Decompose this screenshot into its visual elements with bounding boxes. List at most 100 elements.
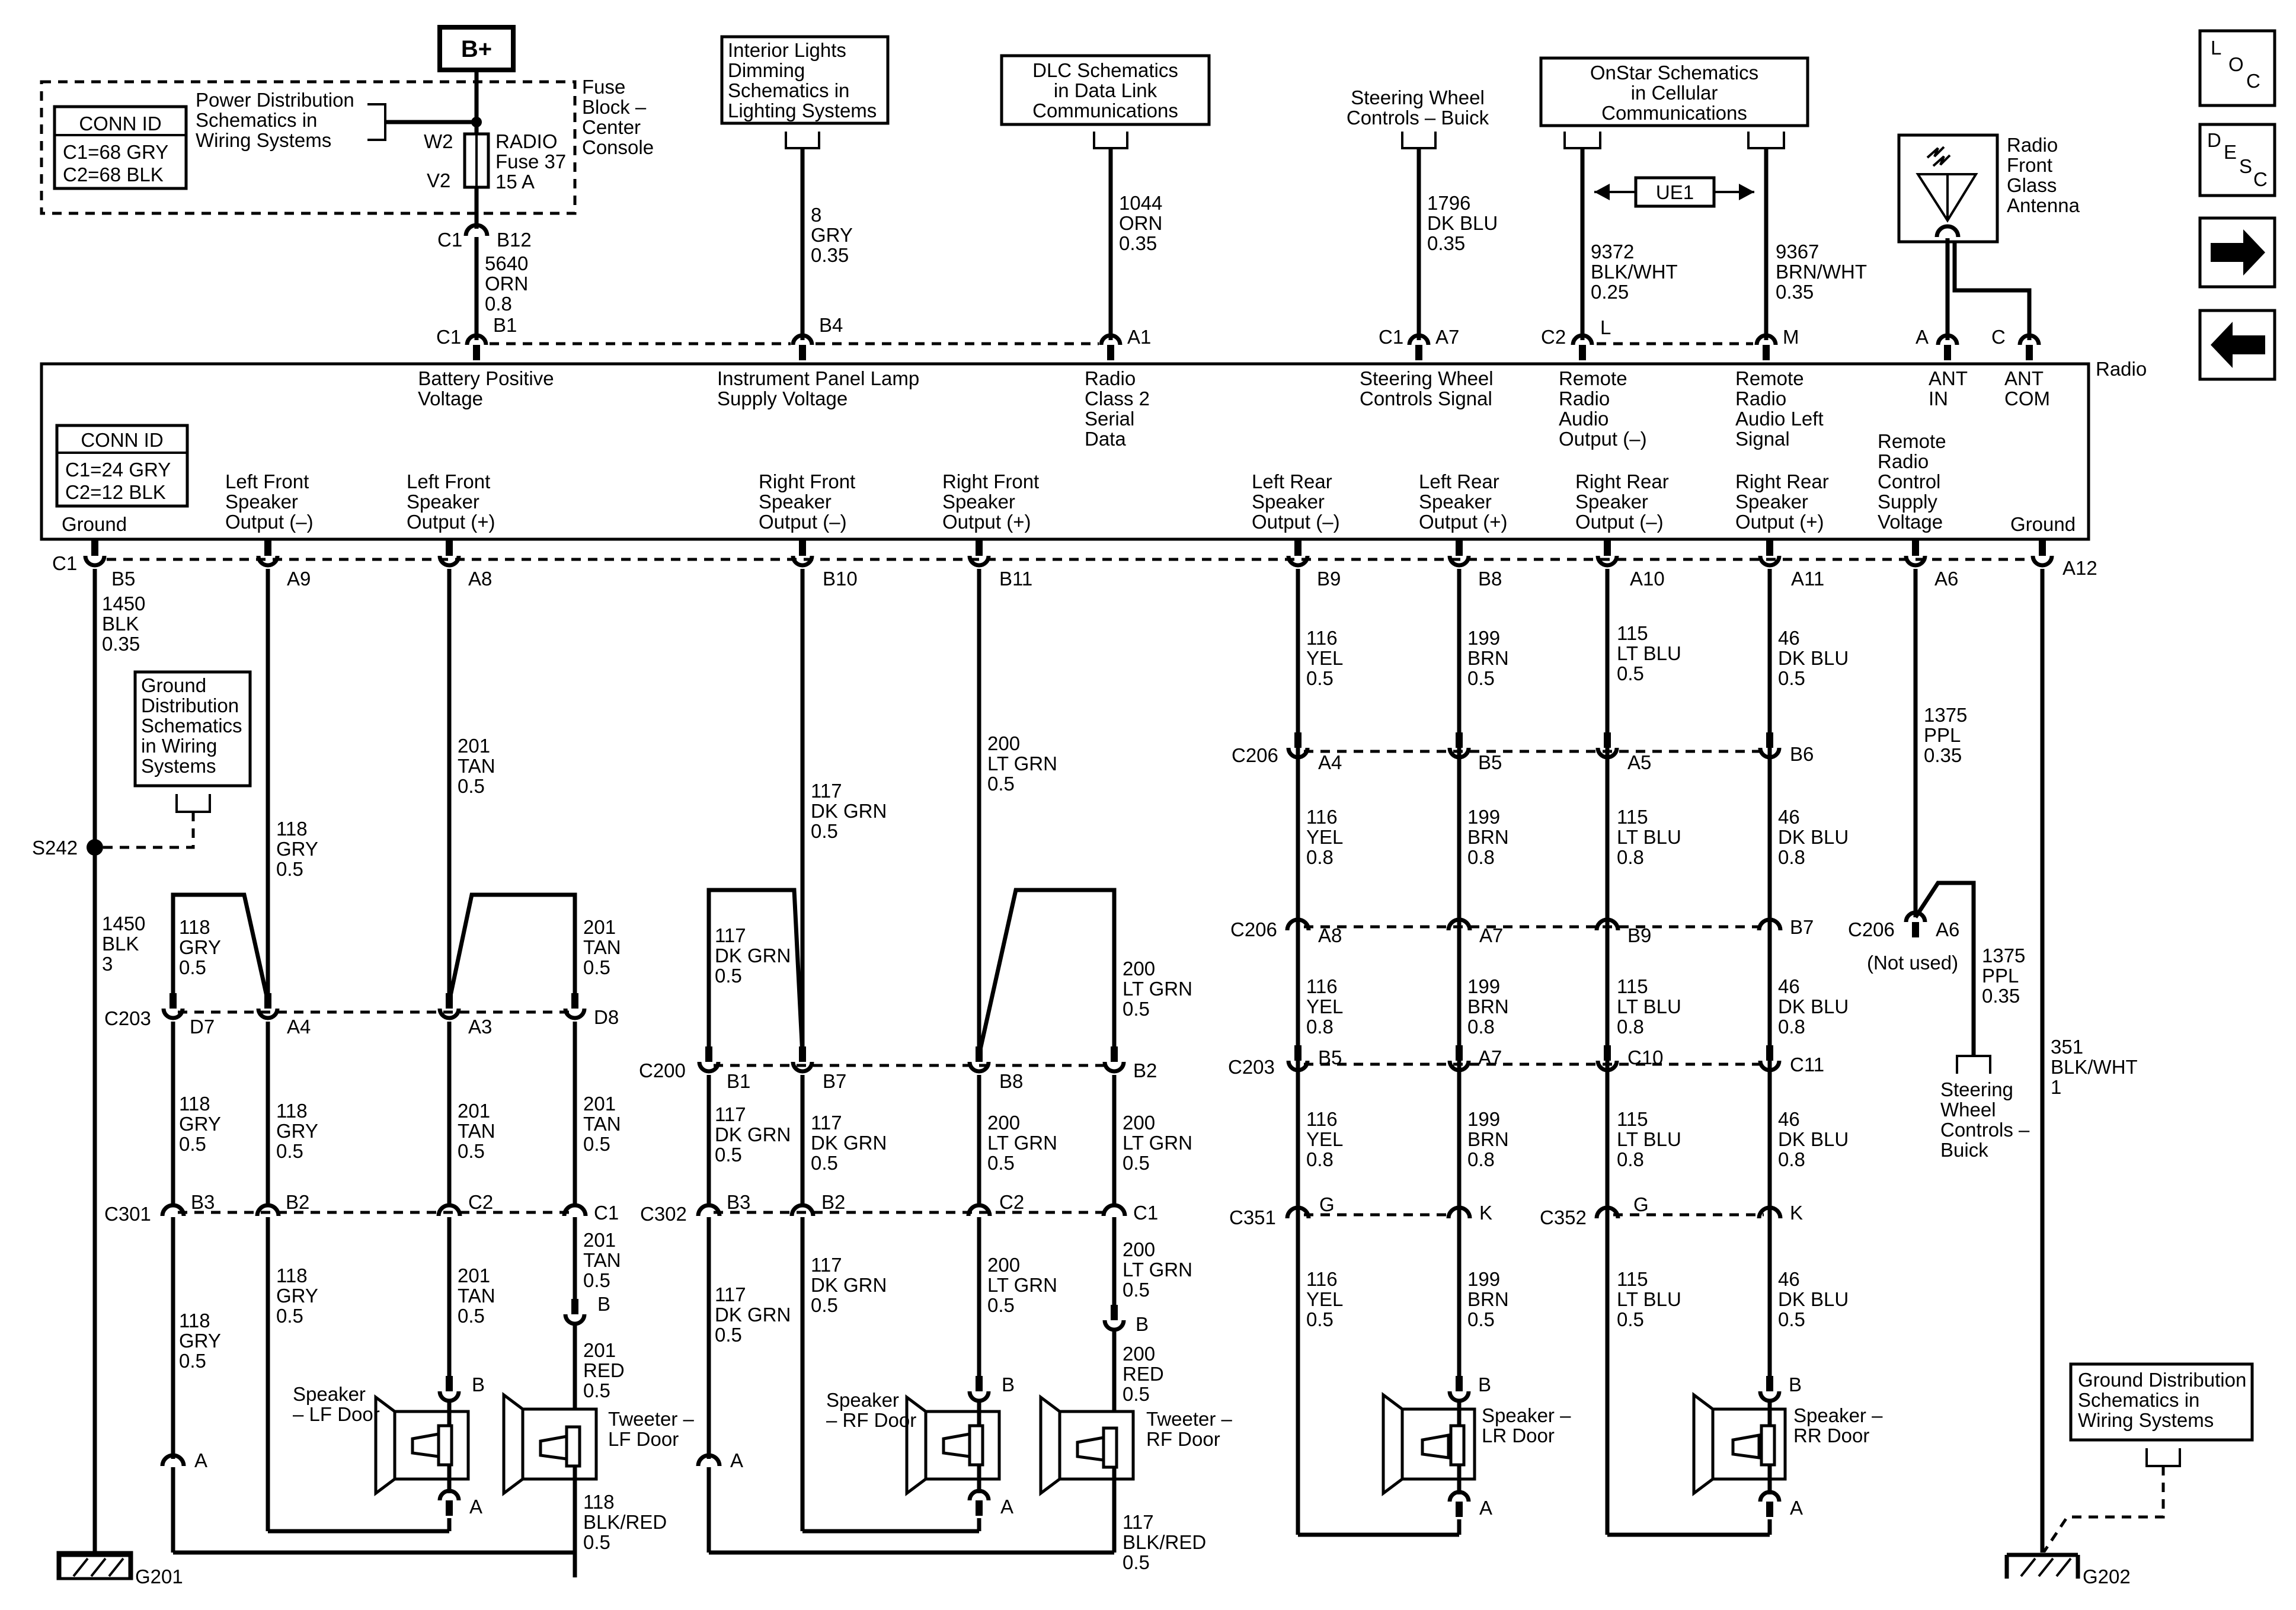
svg-text:YEL: YEL	[1306, 826, 1343, 848]
speaker-rf-door: B A Speaker – RF Door	[826, 1374, 1015, 1531]
svg-text:C1: C1	[1133, 1202, 1158, 1224]
svg-text:Left Rear: Left Rear	[1419, 470, 1499, 492]
svg-text:115: 115	[1617, 975, 1648, 997]
svg-text:0.5: 0.5	[1778, 667, 1805, 689]
svg-text:Ground: Ground	[141, 674, 206, 696]
svg-text:BLK/RED: BLK/RED	[1123, 1531, 1206, 1553]
svg-text:C2: C2	[999, 1191, 1024, 1213]
svg-text:DK BLU: DK BLU	[1778, 826, 1849, 848]
svg-text:A4: A4	[1318, 751, 1342, 773]
svg-text:9372: 9372	[1591, 241, 1634, 263]
svg-text:A11: A11	[1791, 568, 1824, 590]
svg-text:Output (–): Output (–)	[1575, 511, 1664, 533]
svg-text:0.8: 0.8	[1778, 1148, 1805, 1170]
svg-text:(Not used): (Not used)	[1867, 952, 1958, 974]
svg-text:0.8: 0.8	[1617, 846, 1644, 868]
svg-text:A4: A4	[287, 1016, 311, 1038]
svg-text:1450: 1450	[102, 913, 145, 934]
svg-text:LF Door: LF Door	[608, 1428, 679, 1450]
svg-text:Instrument Panel Lamp: Instrument Panel Lamp	[717, 367, 919, 389]
svg-text:Output (–): Output (–)	[1252, 511, 1340, 533]
svg-text:46: 46	[1778, 1108, 1800, 1130]
next-page-button[interactable]	[2198, 216, 2276, 289]
svg-text:ANT: ANT	[1929, 367, 1968, 389]
svg-text:B: B	[472, 1374, 485, 1395]
svg-text:A6: A6	[1936, 918, 1959, 940]
svg-text:S242: S242	[32, 837, 78, 859]
svg-text:C302: C302	[640, 1203, 687, 1225]
power-distribution-ref: Power Distribution Schematics in Wiring …	[196, 89, 477, 151]
svg-text:LT GRN: LT GRN	[987, 1274, 1057, 1296]
svg-text:117: 117	[715, 1103, 746, 1125]
svg-text:201: 201	[583, 916, 616, 938]
wire-label-351: 351 BLK/WHT 1	[2051, 1036, 2138, 1098]
svg-text:C1: C1	[436, 326, 461, 348]
svg-text:115: 115	[1617, 1108, 1648, 1130]
svg-text:0.5: 0.5	[811, 820, 838, 842]
svg-text:M: M	[1783, 326, 1799, 348]
svg-text:Tweeter –: Tweeter –	[1146, 1408, 1233, 1430]
wire-labels-lf-loop: 118 GRY 0.5 201 TAN 0.5	[179, 916, 621, 978]
svg-text:0.5: 0.5	[458, 1305, 485, 1327]
svg-text:0.5: 0.5	[1123, 1551, 1150, 1573]
desc-letter-e: E	[2224, 141, 2237, 163]
svg-text:B2: B2	[1133, 1060, 1157, 1081]
svg-text:Ground Distribution: Ground Distribution	[2078, 1369, 2246, 1391]
svg-text:200: 200	[1123, 958, 1155, 980]
svg-text:Speaker: Speaker	[1575, 491, 1648, 513]
svg-text:115: 115	[1617, 1268, 1648, 1290]
svg-text:8: 8	[811, 204, 821, 226]
svg-text:200: 200	[987, 1112, 1020, 1134]
speaker-lr-door: B A Speaker – LR Door	[1382, 1374, 1571, 1535]
svg-text:0.35: 0.35	[1119, 232, 1157, 254]
svg-text:LT BLU: LT BLU	[1617, 996, 1681, 1017]
connector-c206-row1: C206 A4 B5 A5 B6	[1232, 732, 1814, 773]
svg-text:Output (+): Output (+)	[1419, 511, 1507, 533]
svg-text:115: 115	[1617, 806, 1648, 828]
svg-text:C1: C1	[52, 552, 77, 574]
desc-button[interactable]: D E S C	[2198, 123, 2276, 197]
svg-text:Controls Signal: Controls Signal	[1360, 388, 1492, 409]
connector-c351: C351 G K	[1229, 1193, 1492, 1228]
svg-text:UE1: UE1	[1656, 181, 1694, 203]
svg-text:C351: C351	[1229, 1206, 1276, 1228]
svg-text:115: 115	[1617, 622, 1648, 644]
svg-text:TAN: TAN	[458, 755, 495, 777]
svg-text:Ground: Ground	[2010, 513, 2076, 535]
svg-text:0.5: 0.5	[179, 1133, 206, 1155]
svg-text:DK BLU: DK BLU	[1778, 1288, 1849, 1310]
previous-page-button[interactable]	[2198, 309, 2276, 381]
svg-text:1: 1	[2051, 1076, 2061, 1098]
svg-text:118: 118	[179, 1093, 210, 1115]
wire-label-1375-bottom: 1375 PPL 0.35	[1982, 945, 2025, 1007]
svg-text:46: 46	[1778, 975, 1800, 997]
svg-text:in Data Link: in Data Link	[1054, 79, 1157, 101]
svg-text:Wiring Systems: Wiring Systems	[196, 129, 331, 151]
loc-letter-c: C	[2246, 70, 2260, 92]
svg-text:0.5: 0.5	[1123, 1383, 1150, 1405]
svg-text:GRY: GRY	[811, 224, 853, 246]
svg-text:Speaker: Speaker	[1419, 491, 1492, 513]
tweeter-lf-door: Tweeter – LF Door	[502, 1392, 695, 1577]
svg-text:Radio: Radio	[1559, 388, 1610, 409]
svg-text:Fuse 37: Fuse 37	[495, 151, 566, 172]
svg-text:0.5: 0.5	[1306, 1308, 1334, 1330]
svg-text:C2=68 BLK: C2=68 BLK	[63, 164, 164, 185]
radio-conn-id-box: CONN ID C1=24 GRY C2=12 BLK	[55, 424, 189, 508]
svg-text:C1: C1	[437, 229, 462, 251]
wire-labels-rf-bottom: 117 DK GRN 0.5 117 DK GRN 0.5 200 LT GRN…	[715, 1238, 1192, 1346]
wire-labels-rear-5: 116 YEL 0.5 199 BRN 0.5 115 LT BLU 0.5 4…	[1306, 1268, 1849, 1330]
loc-letter-l: L	[2211, 37, 2221, 59]
svg-text:Schematics in: Schematics in	[728, 79, 849, 101]
svg-text:201: 201	[583, 1093, 616, 1115]
svg-text:9367: 9367	[1776, 241, 1819, 263]
svg-text:200: 200	[1123, 1238, 1155, 1260]
svg-text:Schematics: Schematics	[141, 715, 242, 737]
svg-text:Glass: Glass	[2007, 174, 2057, 196]
svg-text:CONN ID: CONN ID	[79, 113, 161, 135]
svg-text:LR Door: LR Door	[1482, 1425, 1555, 1446]
svg-text:Schematics in: Schematics in	[196, 109, 317, 131]
connector-c302: C302 B3 B2 C2 C1	[640, 1191, 1158, 1225]
loc-button[interactable]: L O C	[2198, 29, 2276, 107]
